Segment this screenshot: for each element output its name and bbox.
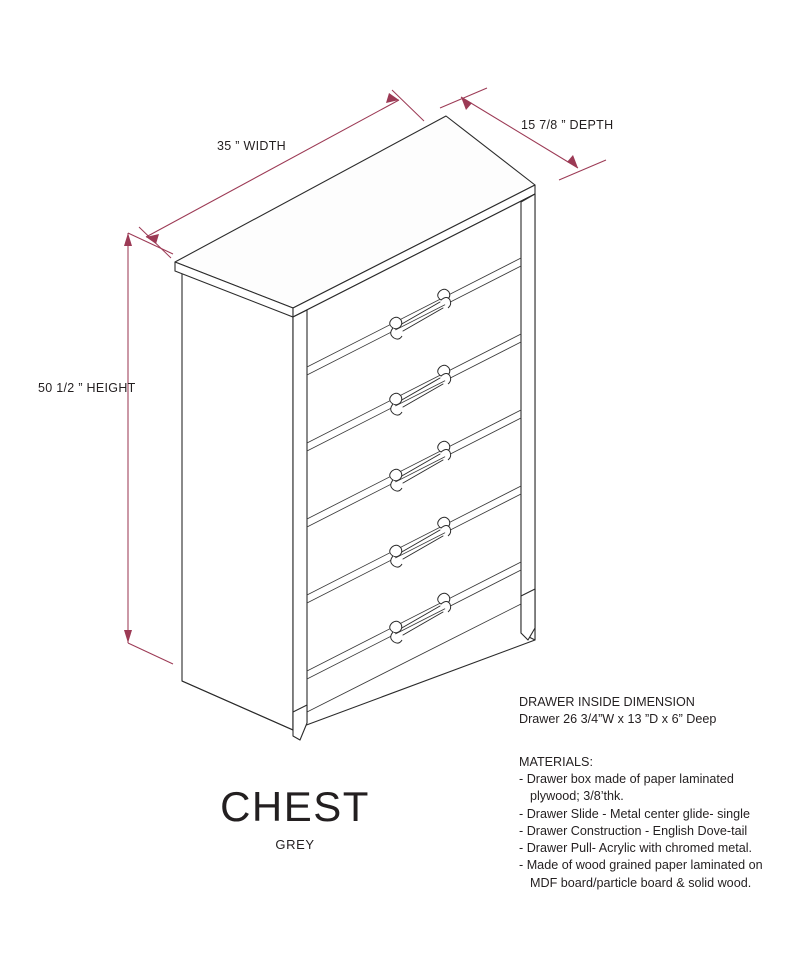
drawer-pull-3 bbox=[389, 440, 452, 492]
depth-dimension bbox=[439, 87, 607, 181]
materials-heading: MATERIALS: bbox=[519, 755, 593, 769]
drawer-pull-5 bbox=[389, 592, 452, 644]
materials-item: - Made of wood grained paper laminated o… bbox=[519, 858, 763, 873]
chest-body bbox=[174, 115, 536, 741]
drawer-divider-5 bbox=[306, 561, 522, 680]
materials-item: - Drawer Pull- Acrylic with chromed meta… bbox=[519, 841, 753, 856]
inside-dimension-heading: DRAWER INSIDE DIMENSION bbox=[519, 695, 695, 709]
drawer-divider-3 bbox=[306, 409, 522, 528]
title-block: CHEST GREY bbox=[150, 783, 440, 853]
leg-front-left bbox=[292, 704, 308, 741]
left-side-panel bbox=[181, 268, 294, 731]
inside-dimension-block: DRAWER INSIDE DIMENSION Drawer 26 3/4”W … bbox=[519, 694, 791, 728]
product-finish-label: GREY bbox=[275, 837, 315, 852]
width-dimension-label: 35 ” WIDTH bbox=[217, 139, 286, 153]
right-rear-post bbox=[520, 193, 536, 641]
materials-item: MDF board/particle board & solid wood. bbox=[530, 875, 752, 890]
materials-block: MATERIALS: - Drawer box made of paper la… bbox=[519, 754, 794, 892]
materials-item: plywood; 3/8’thk. bbox=[530, 789, 624, 804]
drawer-divider-2 bbox=[306, 333, 522, 452]
materials-item: - Drawer Construction - English Dove-tai… bbox=[519, 823, 748, 838]
drawer-pull-2 bbox=[389, 364, 452, 416]
depth-dimension-label: 15 7/8 ” DEPTH bbox=[521, 118, 614, 132]
drawer-pull-1 bbox=[389, 288, 452, 340]
height-dimension-label: 50 1/2 ” HEIGHT bbox=[38, 381, 136, 395]
leg-rear-right bbox=[520, 588, 536, 641]
drawer-divider-1 bbox=[306, 257, 522, 376]
width-dimension bbox=[138, 89, 425, 259]
drawer-divider-4 bbox=[306, 485, 522, 604]
height-dimension bbox=[124, 232, 174, 665]
materials-item: - Drawer box made of paper laminated bbox=[519, 772, 734, 786]
product-title: CHEST bbox=[220, 783, 370, 830]
drawer-pull-4 bbox=[389, 516, 452, 568]
inside-dimension-detail: Drawer 26 3/4”W x 13 ”D x 6” Deep bbox=[519, 712, 717, 726]
bottom-rail bbox=[306, 603, 522, 713]
left-front-post bbox=[292, 309, 308, 731]
materials-item: - Drawer Slide - Metal center glide- sin… bbox=[519, 806, 750, 821]
